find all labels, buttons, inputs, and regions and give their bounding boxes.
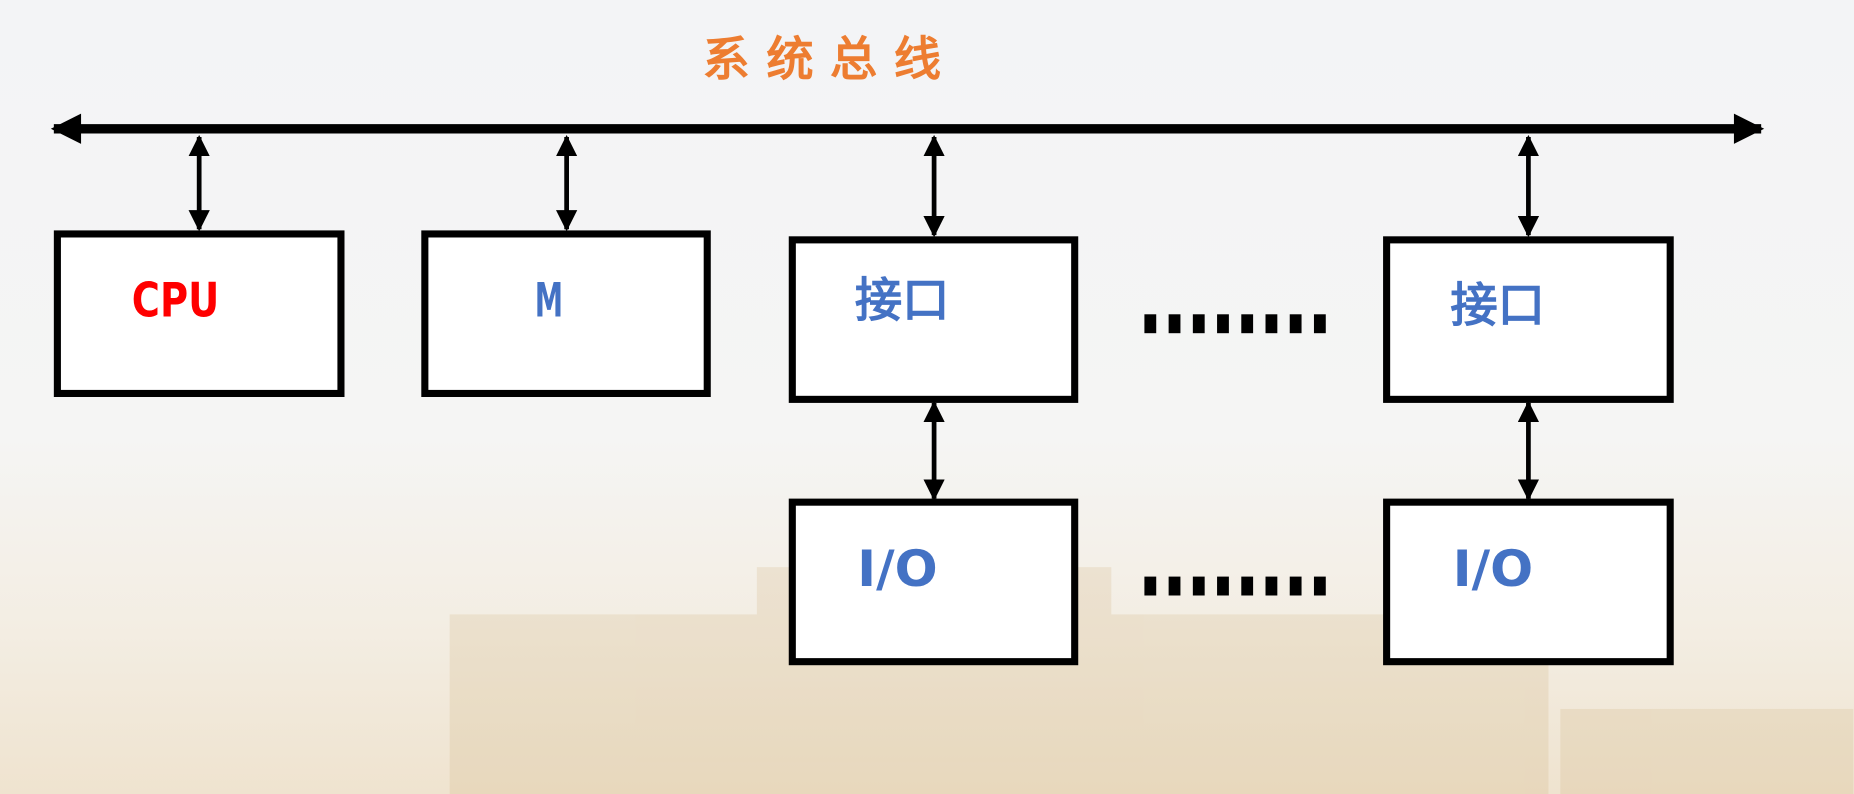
ellipsis-dot [1217, 576, 1229, 596]
interface1-box [788, 236, 1079, 403]
ellipsis-dot [1144, 576, 1157, 596]
ellipsis-dot [1217, 314, 1229, 334]
io2-box [1383, 498, 1674, 666]
ellipsis-dot [1241, 314, 1254, 334]
io1-label: I/O [857, 540, 937, 598]
ellipsis-dot [1168, 314, 1181, 334]
ellipsis-dot [1168, 576, 1181, 596]
io1-box [788, 498, 1079, 666]
interface2-label: 接口 [1450, 278, 1545, 333]
io2-label: I/O [1453, 540, 1533, 598]
ellipsis-dot [1241, 576, 1254, 596]
ellipsis-dot [1144, 314, 1157, 334]
interface1-label: 接口 [855, 274, 950, 329]
interface2-box [1383, 236, 1674, 403]
ellipsis-dot [1265, 576, 1278, 596]
ellipsis-top [1144, 314, 1326, 334]
ellipsis-dot [1265, 314, 1278, 334]
ellipsis-dot [1192, 314, 1205, 334]
ellipsis-dot [1192, 576, 1205, 596]
ellipsis-dot [1289, 314, 1302, 334]
bus-title: 系 统 总 线 [703, 33, 941, 88]
ellipsis-dot [1313, 314, 1326, 334]
cpu-box [53, 230, 345, 398]
cpu-label: CPU [132, 274, 219, 329]
ellipsis-dot [1289, 576, 1302, 596]
ellipsis-dot [1313, 576, 1326, 596]
memory-box [421, 230, 711, 398]
memory-label: M [535, 274, 563, 329]
ellipsis-bottom [1144, 576, 1326, 596]
